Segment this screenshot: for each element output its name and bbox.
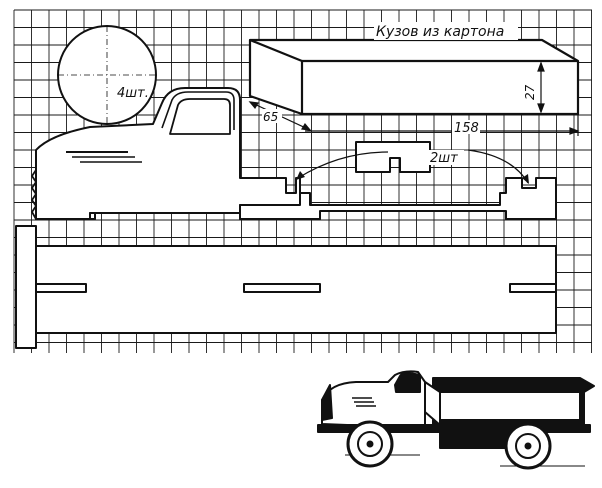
truck-wheels	[346, 420, 552, 470]
dim-height-label: 27	[523, 84, 537, 100]
cargo-box-drawing	[248, 38, 580, 116]
cab-side-template	[31, 87, 301, 220]
truck-illustration	[317, 370, 595, 467]
chassis-strip	[35, 177, 557, 220]
dim-height-line	[537, 61, 545, 114]
wheel-count-label: 4шт.	[117, 86, 149, 101]
part-count-label: 2шт	[430, 151, 458, 166]
dim-depth-label: 65	[263, 110, 278, 124]
body-title: Кузов из картона	[376, 24, 504, 40]
title-backdrop	[374, 22, 518, 40]
dim-length-line	[305, 114, 580, 136]
arrow-heads	[296, 171, 529, 184]
dim-length-label: 158	[454, 121, 479, 136]
wheel-template	[57, 25, 157, 125]
base-frame	[15, 225, 557, 349]
